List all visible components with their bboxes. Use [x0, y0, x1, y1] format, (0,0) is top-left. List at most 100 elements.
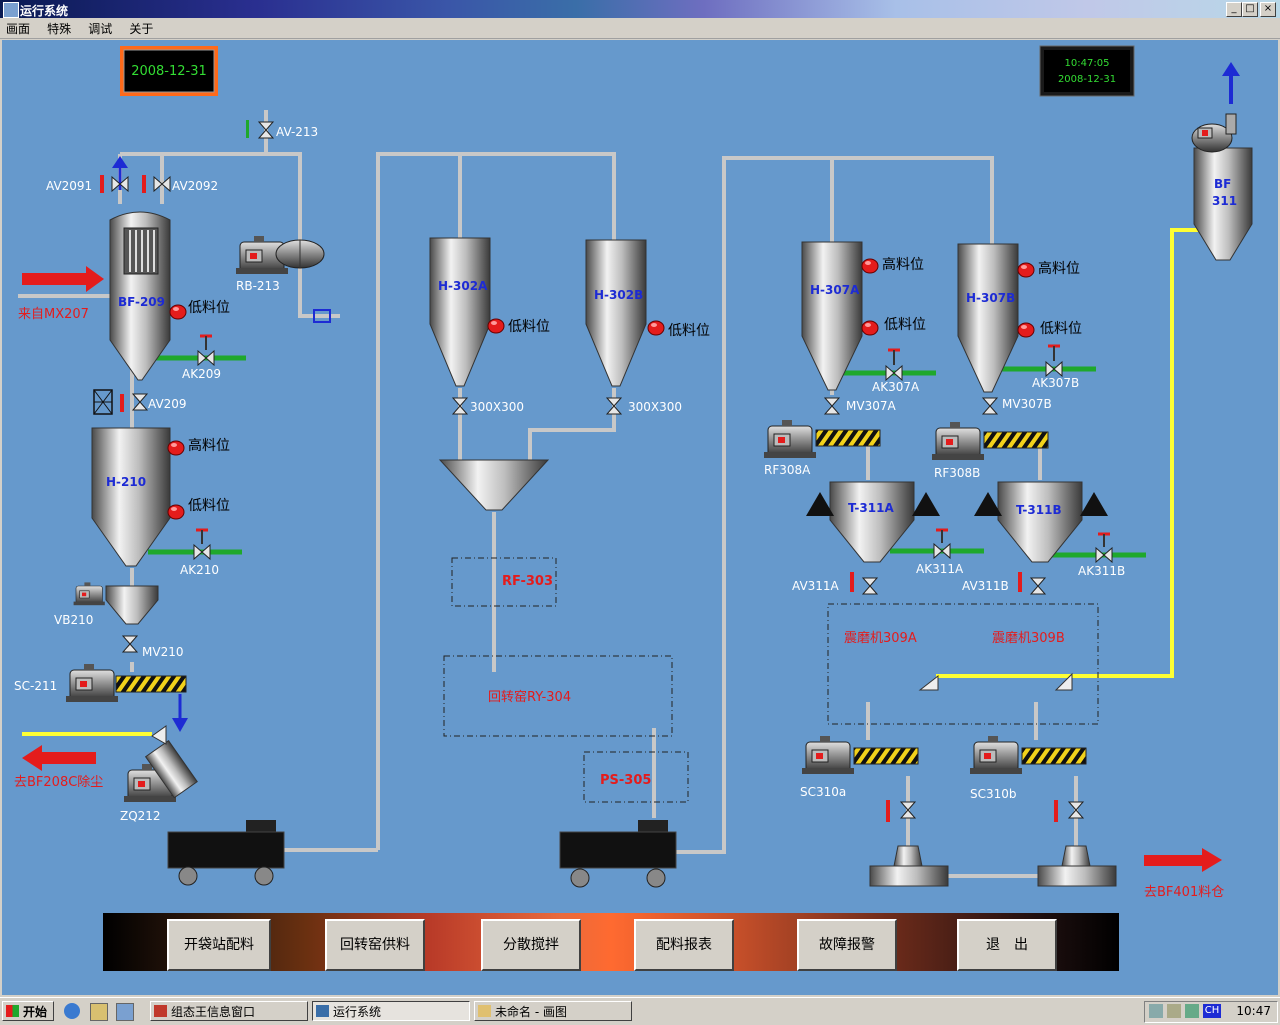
menu-item-debug[interactable]: 调试 [88, 22, 113, 36]
label-h307a-low: 低料位 [884, 317, 926, 333]
dashed-frames [443, 557, 1099, 803]
menu-item-about[interactable]: 关于 [129, 22, 154, 36]
discharge-right[interactable] [1037, 845, 1117, 887]
valve-ak311a[interactable] [933, 543, 951, 559]
tank-t311a[interactable] [806, 481, 940, 563]
network-icon[interactable] [1149, 1004, 1163, 1018]
valve-mv307a[interactable] [824, 397, 840, 415]
tank-h307b[interactable] [957, 243, 1019, 393]
valve-av209[interactable] [132, 393, 148, 411]
tank-h210[interactable] [91, 427, 171, 567]
clock-display-right: 10:47:05 2008-12-31 [1039, 45, 1135, 97]
ie-icon[interactable] [64, 1003, 80, 1019]
label-from-mx207: 来自MX207 [18, 307, 89, 322]
volume-icon[interactable] [1167, 1004, 1181, 1018]
hopper-vb210[interactable] [105, 585, 159, 625]
menu-item-special[interactable]: 特殊 [47, 22, 72, 36]
valve-av213[interactable] [258, 121, 274, 139]
label-to-bf208c: 去BF208C除尘 [14, 775, 103, 790]
valve-mv307b[interactable] [982, 397, 998, 415]
tank-h307a[interactable] [801, 241, 863, 391]
label-vb210: VB210 [54, 613, 93, 627]
label-h210: H-210 [106, 475, 146, 489]
label-av311a: AV311A [792, 579, 840, 593]
tank-bf209[interactable] [109, 211, 171, 381]
label-rf303: RF-303 [502, 574, 553, 589]
menu-item-screen[interactable]: 画面 [6, 22, 31, 36]
close-button[interactable]: × [1260, 2, 1276, 17]
discharge-left[interactable] [869, 845, 949, 887]
label-h307b-high: 高料位 [1038, 260, 1080, 277]
label-mill309a: 震磨机309A [844, 631, 917, 646]
motor-rf308a[interactable] [763, 419, 817, 459]
label-sc310a: SC310a [800, 785, 846, 799]
valve-ak307b[interactable] [1045, 361, 1063, 377]
label-to-bf401: 去BF401料仓 [1144, 885, 1224, 900]
valve-h302b-outlet[interactable] [606, 397, 622, 415]
label-h210-low: 低料位 [188, 498, 230, 514]
tank-h302a[interactable] [429, 237, 491, 387]
label-h307b: H-307B [966, 291, 1015, 305]
motor-sc310a[interactable] [801, 735, 855, 775]
desktop-icon[interactable] [90, 1003, 108, 1021]
motor-sc211[interactable] [65, 663, 119, 703]
valve-sc310a-outlet[interactable] [900, 801, 916, 819]
label-bf209: BF-209 [118, 295, 165, 309]
valve-h302a-outlet[interactable] [452, 397, 468, 415]
label-ak307b: AK307B [1032, 376, 1079, 390]
tray-app-icon[interactable] [1185, 1004, 1199, 1018]
label-h307a: H-307A [810, 283, 860, 297]
tank-t311b[interactable] [974, 481, 1108, 563]
batching-report-button[interactable]: 配料报表 [634, 919, 734, 971]
tank-h302b[interactable] [585, 239, 647, 387]
label-ak311a: AK311A [916, 562, 964, 576]
label-mv307a: MV307A [846, 399, 896, 413]
task-runtime-system[interactable]: 运行系统 [312, 1001, 470, 1021]
kiln-feed-button[interactable]: 回转窑供料 [325, 919, 425, 971]
app-icon [3, 2, 19, 18]
minimize-button[interactable]: _ [1226, 2, 1242, 17]
task-label: 运行系统 [333, 1005, 382, 1019]
task-paint[interactable]: 未命名 - 画图 [474, 1001, 632, 1021]
label-bf209-low: 低料位 [188, 300, 230, 316]
time-right-text: 10:47:05 [1065, 58, 1110, 69]
arrow-from-mx207 [22, 266, 104, 292]
alarm-h210-high [167, 440, 185, 456]
motor-rf308b[interactable] [931, 421, 985, 461]
valve-sc310b-outlet[interactable] [1068, 801, 1084, 819]
valve-av311a[interactable] [862, 577, 878, 595]
label-ak311b: AK311B [1078, 564, 1125, 578]
channel-icon[interactable] [116, 1003, 134, 1021]
valve-av311b[interactable] [1030, 577, 1046, 595]
cart-right[interactable] [559, 820, 677, 888]
dispersion-mix-button[interactable]: 分散搅拌 [481, 919, 581, 971]
task-info-window[interactable]: 组态王信息窗口 [150, 1001, 308, 1021]
label-av213: AV-213 [276, 125, 318, 139]
label-h210-high: 高料位 [188, 437, 230, 454]
label-bf311-a: BF [1214, 177, 1231, 191]
motor-sc310b[interactable] [969, 735, 1023, 775]
label-h302b: H-302B [594, 288, 643, 302]
valve-mv210[interactable] [122, 635, 138, 653]
cart-left[interactable] [167, 820, 285, 886]
label-av2092: AV2092 [172, 179, 218, 193]
filter-bf311[interactable] [1191, 62, 1253, 261]
window-title: 运行系统 [20, 4, 69, 18]
restore-button[interactable]: □ [1242, 2, 1258, 17]
bag-station-batching-button[interactable]: 开袋站配料 [167, 919, 271, 971]
app-icon [154, 1005, 167, 1017]
language-indicator[interactable]: CH [1203, 1004, 1221, 1018]
green-pipes [148, 355, 1146, 558]
label-h302a-low: 低料位 [508, 319, 550, 335]
valve-ak210[interactable] [193, 544, 211, 560]
exit-button[interactable]: 退 出 [957, 919, 1057, 971]
motor-vb210[interactable] [73, 582, 106, 606]
funnel-rf303[interactable] [438, 459, 550, 511]
start-button[interactable]: 开始 [2, 1001, 54, 1021]
fault-alarm-button[interactable]: 故障报警 [797, 919, 897, 971]
label-ps305: PS-305 [600, 773, 651, 788]
valve-ak311b[interactable] [1095, 547, 1113, 563]
label-t311b: T-311B [1016, 503, 1062, 517]
valve-ak307a[interactable] [885, 365, 903, 381]
valve-ak209[interactable] [197, 350, 215, 366]
